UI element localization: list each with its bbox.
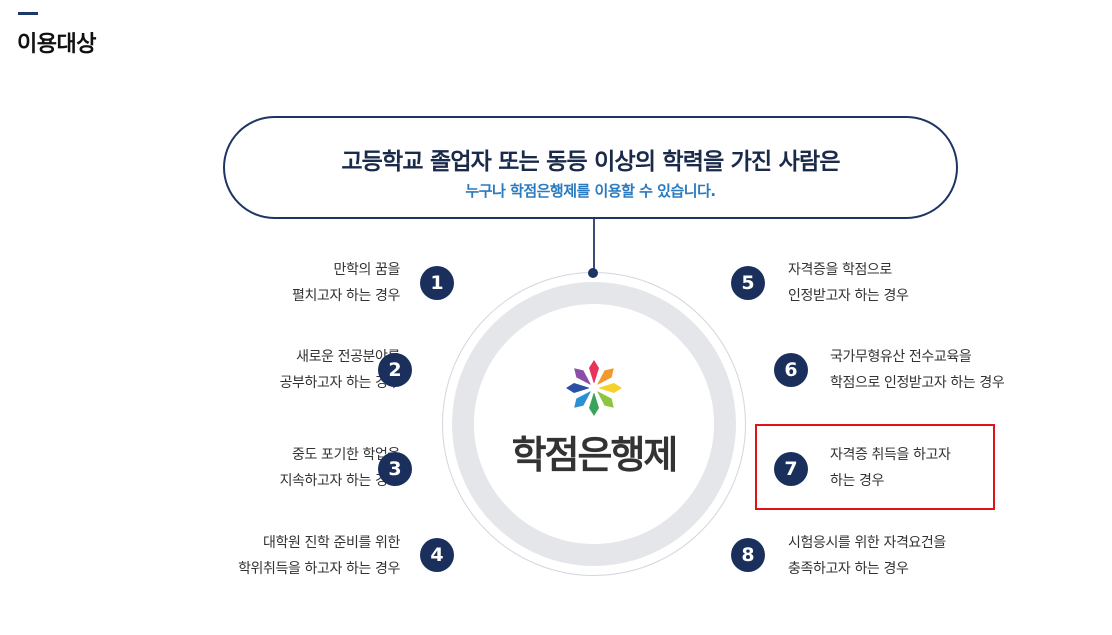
- connector-line: [593, 219, 595, 273]
- item-2-text: 새로운 전공분야를 공부하고자 하는 경우: [279, 344, 401, 396]
- banner-main-text: 고등학교 졸업자 또는 동등 이상의 학력을 가진 사람은: [341, 149, 840, 175]
- number-badge-4: 4: [420, 538, 454, 572]
- title-accent-bar: [18, 12, 38, 15]
- item-line: 인정받고자 하는 경우: [788, 288, 909, 304]
- item-line: 하는 경우: [830, 473, 884, 489]
- item-1-text: 만학의 꿈을 펼치고자 하는 경우: [292, 257, 400, 309]
- item-6-text: 국가무형유산 전수교육을 학점으로 인정받고자 하는 경우: [830, 344, 1005, 396]
- number-badge-2: 2: [378, 353, 412, 387]
- item-line: 공부하고자 하는 경우: [279, 375, 401, 391]
- item-line: 대학원 진학 준비를 위한: [263, 535, 400, 551]
- item-4-text: 대학원 진학 준비를 위한 학위취득을 하고자 하는 경우: [238, 530, 400, 582]
- item-line: 만학의 꿈을: [333, 262, 401, 278]
- number-badge-5: 5: [731, 266, 765, 300]
- item-line: 중도 포기한 학업을: [292, 447, 400, 463]
- number-badge-8: 8: [731, 538, 765, 572]
- flower-logo-icon: [566, 360, 622, 416]
- highlight-box: [755, 424, 995, 510]
- item-line: 펼치고자 하는 경우: [292, 288, 400, 304]
- item-3-text: 중도 포기한 학업을 지속하고자 하는 경우: [279, 442, 401, 494]
- item-line: 시험응시를 위한 자격요건을: [788, 535, 946, 551]
- brand-name: 학점은행제: [511, 433, 679, 477]
- banner-sub-text: 누구나 학점은행제를 이용할 수 있습니다.: [465, 182, 716, 200]
- number-badge-1: 1: [420, 266, 454, 300]
- item-line: 지속하고자 하는 경우: [279, 473, 401, 489]
- number-badge-6: 6: [774, 353, 808, 387]
- item-7-text: 자격증 취득을 하고자 하는 경우: [830, 442, 951, 494]
- page-title: 이용대상: [17, 32, 96, 57]
- item-5-text: 자격증을 학점으로 인정받고자 하는 경우: [788, 257, 909, 309]
- item-line: 국가무형유산 전수교육을: [830, 349, 972, 365]
- number-badge-7: 7: [774, 452, 808, 486]
- item-8-text: 시험응시를 위한 자격요건을 충족하고자 하는 경우: [788, 530, 946, 582]
- item-line: 자격증 취득을 하고자: [830, 447, 951, 463]
- item-line: 충족하고자 하는 경우: [788, 561, 909, 577]
- eligibility-banner: 고등학교 졸업자 또는 동등 이상의 학력을 가진 사람은 누구나 학점은행제를…: [223, 116, 958, 219]
- item-line: 자격증을 학점으로: [788, 262, 892, 278]
- item-line: 학점으로 인정받고자 하는 경우: [830, 375, 1005, 391]
- connector-dot: [588, 268, 598, 278]
- item-line: 새로운 전공분야를: [296, 349, 400, 365]
- item-line: 학위취득을 하고자 하는 경우: [238, 561, 400, 577]
- number-badge-3: 3: [378, 452, 412, 486]
